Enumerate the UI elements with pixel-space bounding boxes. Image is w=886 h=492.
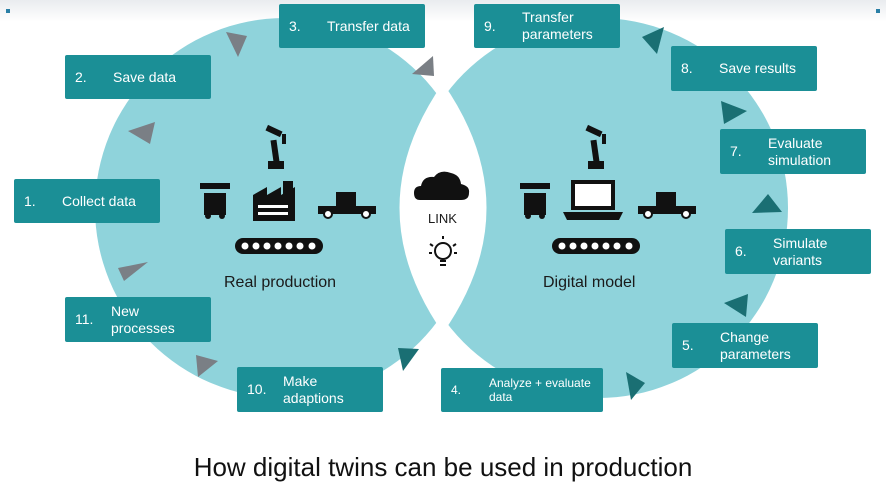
conveyor-belt-icon (235, 238, 323, 254)
conveyor-belt-icon (552, 238, 640, 254)
step-text: Simulate variants (773, 234, 828, 268)
step-number: 10. (247, 381, 267, 397)
arrow-icon (412, 56, 434, 76)
step-text: Transfer parameters (522, 9, 593, 42)
step-number: 9. (484, 17, 496, 34)
step-text: Evaluate simulation (768, 134, 832, 168)
arrow-icon (724, 294, 748, 317)
step-number: 7. (730, 143, 742, 159)
step-box-10: 10. Make adaptions (237, 367, 383, 412)
factory-icon (253, 181, 295, 221)
agv-robot-icon (200, 183, 230, 219)
step-number: 1. (24, 192, 36, 209)
arrow-icon (752, 194, 782, 213)
step-number: 8. (681, 60, 693, 76)
step-text: New processes (111, 302, 175, 336)
agv-robot-icon (520, 183, 550, 219)
link-label: LINK (428, 211, 457, 226)
diagram-caption: How digital twins can be used in product… (193, 452, 693, 482)
corner-dot (876, 9, 880, 13)
arrow-icon (196, 355, 218, 377)
robot-arm-icon (265, 124, 286, 169)
step-text: Save data (113, 68, 177, 85)
arrow-icon (128, 122, 155, 144)
step-number: 4. (451, 383, 462, 397)
step-text: Analyze + evaluate data (489, 376, 591, 404)
lightbulb-icon (429, 236, 457, 266)
arrow-icon (721, 101, 747, 124)
step-box-4: 4. Analyze + evaluate data (441, 368, 603, 412)
real-production-label: Real production (224, 274, 337, 291)
step-text: Change parameters (720, 328, 791, 362)
step-box-3: 3. Transfer data (279, 4, 425, 48)
cycle-arrows-real (118, 32, 434, 377)
arrow-icon (626, 372, 645, 400)
arrow-icon (642, 27, 664, 54)
arrow-icon (398, 348, 419, 371)
arrow-icon (118, 262, 148, 281)
step-number: 6. (735, 243, 747, 259)
digital-model-label: Digital model (543, 274, 636, 291)
step-box-1: 1. Collect data (14, 179, 160, 223)
transport-cart-icon (638, 192, 696, 219)
digital-icons (520, 124, 696, 254)
top-bar (0, 0, 886, 22)
step-box-6: 6. Simulate variants (725, 229, 871, 274)
step-text: Make adaptions (283, 372, 344, 406)
step-box-8: 8. Save results (671, 46, 817, 91)
cloud-icon (414, 171, 470, 200)
step-box-7: 7. Evaluate simulation (720, 129, 866, 174)
link-lens (399, 83, 487, 333)
step-number: 11. (75, 311, 94, 327)
step-box-2: 2. Save data (65, 55, 211, 99)
corner-dot (6, 9, 10, 13)
step-number: 2. (75, 68, 87, 85)
step-box-5: 5. Change parameters (672, 323, 818, 368)
step-number: 5. (682, 337, 694, 353)
robot-arm-icon (585, 124, 606, 169)
laptop-icon (563, 180, 623, 220)
step-box-9: 9. Transfer parameters (474, 4, 620, 48)
real-icons (200, 124, 376, 254)
step-number: 3. (289, 17, 301, 34)
step-box-11: 11. New processes (65, 297, 211, 342)
transport-cart-icon (318, 192, 376, 219)
step-text: Save results (719, 60, 797, 76)
step-text: Transfer data (327, 17, 410, 34)
arrow-icon (226, 32, 247, 57)
step-text: Collect data (62, 192, 136, 209)
cycle-arrows-digital (398, 27, 782, 400)
